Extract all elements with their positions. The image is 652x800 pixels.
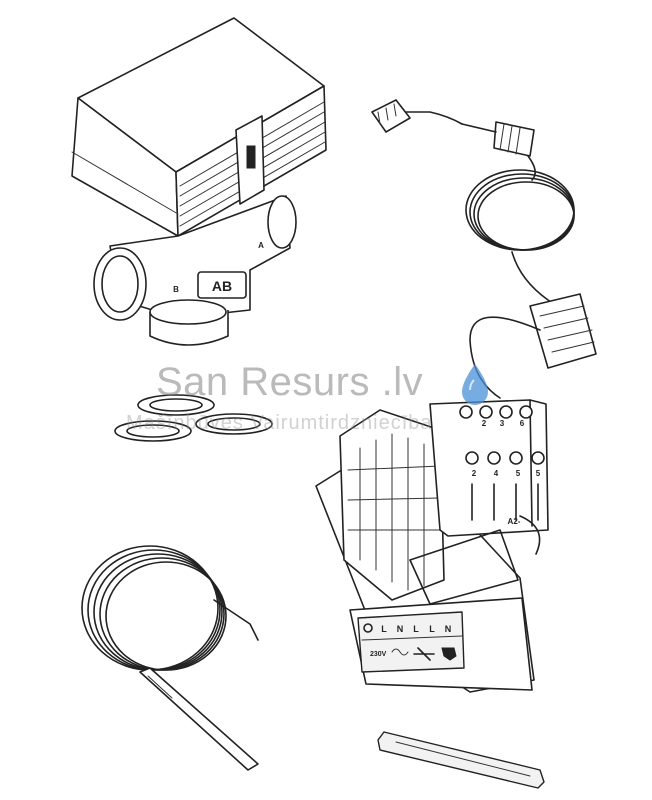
resistor-symbol bbox=[413, 647, 435, 661]
cable-gland bbox=[493, 121, 535, 157]
marker-a: A bbox=[258, 241, 264, 250]
gasket-3 bbox=[195, 413, 273, 435]
relay-cavity bbox=[409, 529, 519, 605]
ac-symbol bbox=[391, 648, 409, 656]
sensor-lead bbox=[213, 599, 259, 641]
sensor-coil-3 bbox=[105, 561, 227, 671]
left-port-inner bbox=[101, 255, 139, 313]
terminal-bottom-3: 5 bbox=[516, 469, 521, 478]
gasket-2 bbox=[114, 420, 192, 442]
zone-valve: AB A B bbox=[71, 17, 327, 346]
label-n-1: N bbox=[397, 624, 404, 634]
relay-edge bbox=[529, 399, 533, 527]
terminal-rows bbox=[347, 465, 441, 531]
screw-mid-1 bbox=[465, 451, 479, 465]
coil-3 bbox=[477, 181, 575, 251]
terminal-top-2: 3 bbox=[500, 419, 505, 428]
cable-tie-ridge bbox=[395, 741, 531, 777]
water-drop-icon bbox=[462, 364, 488, 405]
right-port bbox=[267, 195, 297, 249]
gasket-3-inner bbox=[207, 417, 261, 431]
plug-pins bbox=[377, 103, 397, 125]
voltage-label: 230V bbox=[370, 651, 387, 658]
terminal-slots bbox=[539, 305, 595, 353]
earth-symbol bbox=[363, 623, 373, 633]
label-n-2: N bbox=[445, 624, 452, 634]
screw-mid-4 bbox=[531, 451, 545, 465]
label-l-2: L bbox=[413, 624, 419, 634]
bottom-port-rim bbox=[149, 299, 227, 325]
terminal-connector bbox=[529, 293, 597, 369]
terminal-a2: A2- bbox=[508, 517, 521, 526]
label-l-1: L bbox=[381, 624, 387, 634]
relay-wire bbox=[519, 515, 541, 555]
screw-top-2 bbox=[479, 405, 493, 419]
cable-into-gland bbox=[461, 123, 497, 133]
actuator-seam bbox=[71, 151, 179, 215]
label-strip bbox=[357, 611, 465, 673]
label-divider bbox=[361, 635, 463, 641]
watermark-subtitle: Mašīnbūves Vairumtirdzniecība bbox=[126, 412, 433, 434]
coil-2 bbox=[473, 177, 575, 251]
marker-b: B bbox=[173, 285, 179, 294]
cable-tie bbox=[377, 731, 545, 789]
gland-ribs bbox=[499, 123, 521, 155]
terminal-bottom-2: 4 bbox=[494, 469, 499, 478]
ab-label-plate bbox=[197, 271, 247, 299]
gasket-1-inner bbox=[149, 398, 203, 412]
plug-connector bbox=[371, 99, 411, 133]
screw-top-3 bbox=[499, 405, 513, 419]
terminal-top-3: 6 bbox=[520, 419, 525, 428]
terminal-dividers bbox=[359, 433, 425, 591]
lever-slot bbox=[246, 145, 256, 169]
relay-unit: 2 3 6 2 4 5 5 A2- L N L L N 230V bbox=[315, 399, 549, 693]
watermark-title: San Resurs .lv bbox=[156, 360, 424, 404]
terminal-bottom-1: 2 bbox=[472, 469, 477, 478]
terminal-bottom-4: 5 bbox=[536, 469, 541, 478]
sensor-coil-4 bbox=[87, 549, 221, 671]
screw-top-1 bbox=[459, 405, 473, 419]
cable-tie-body bbox=[377, 731, 545, 789]
short-wires bbox=[405, 111, 463, 125]
relay-contacts bbox=[471, 483, 539, 521]
gasket-1 bbox=[137, 394, 215, 416]
gaskets bbox=[114, 394, 273, 442]
sensor-probe bbox=[139, 667, 259, 771]
terminal-top-1: 2 bbox=[482, 419, 487, 428]
screw-top-4 bbox=[519, 405, 533, 419]
tap-icon bbox=[441, 647, 457, 661]
cable-assembly bbox=[371, 99, 597, 399]
coil-4 bbox=[465, 169, 575, 251]
gasket-2-inner bbox=[126, 424, 180, 438]
probe-band bbox=[147, 675, 173, 699]
screw-mid-3 bbox=[509, 451, 523, 465]
sensor-cable bbox=[81, 545, 259, 771]
screw-mid-2 bbox=[487, 451, 501, 465]
cable-to-terminal bbox=[511, 251, 561, 309]
ab-label: AB bbox=[212, 278, 232, 294]
label-l-3: L bbox=[429, 624, 435, 634]
cable-down bbox=[527, 155, 536, 181]
